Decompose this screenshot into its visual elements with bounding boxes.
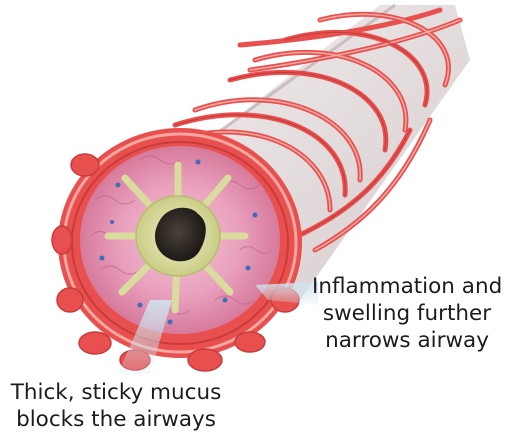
inflammation-callout-line-3: narrows airway xyxy=(312,327,502,354)
inflammation-callout-line-1: Inflammation and xyxy=(312,273,502,300)
inflammation-callout-line-2: swelling further xyxy=(312,300,502,327)
mucus-callout: Thick, sticky mucus blocks the airways xyxy=(8,379,224,433)
mucus-callout-line-1: Thick, sticky mucus xyxy=(8,379,224,406)
inflammation-callout: Inflammation and swelling further narrow… xyxy=(312,273,502,354)
mucus-callout-line-2: blocks the airways xyxy=(8,406,224,433)
